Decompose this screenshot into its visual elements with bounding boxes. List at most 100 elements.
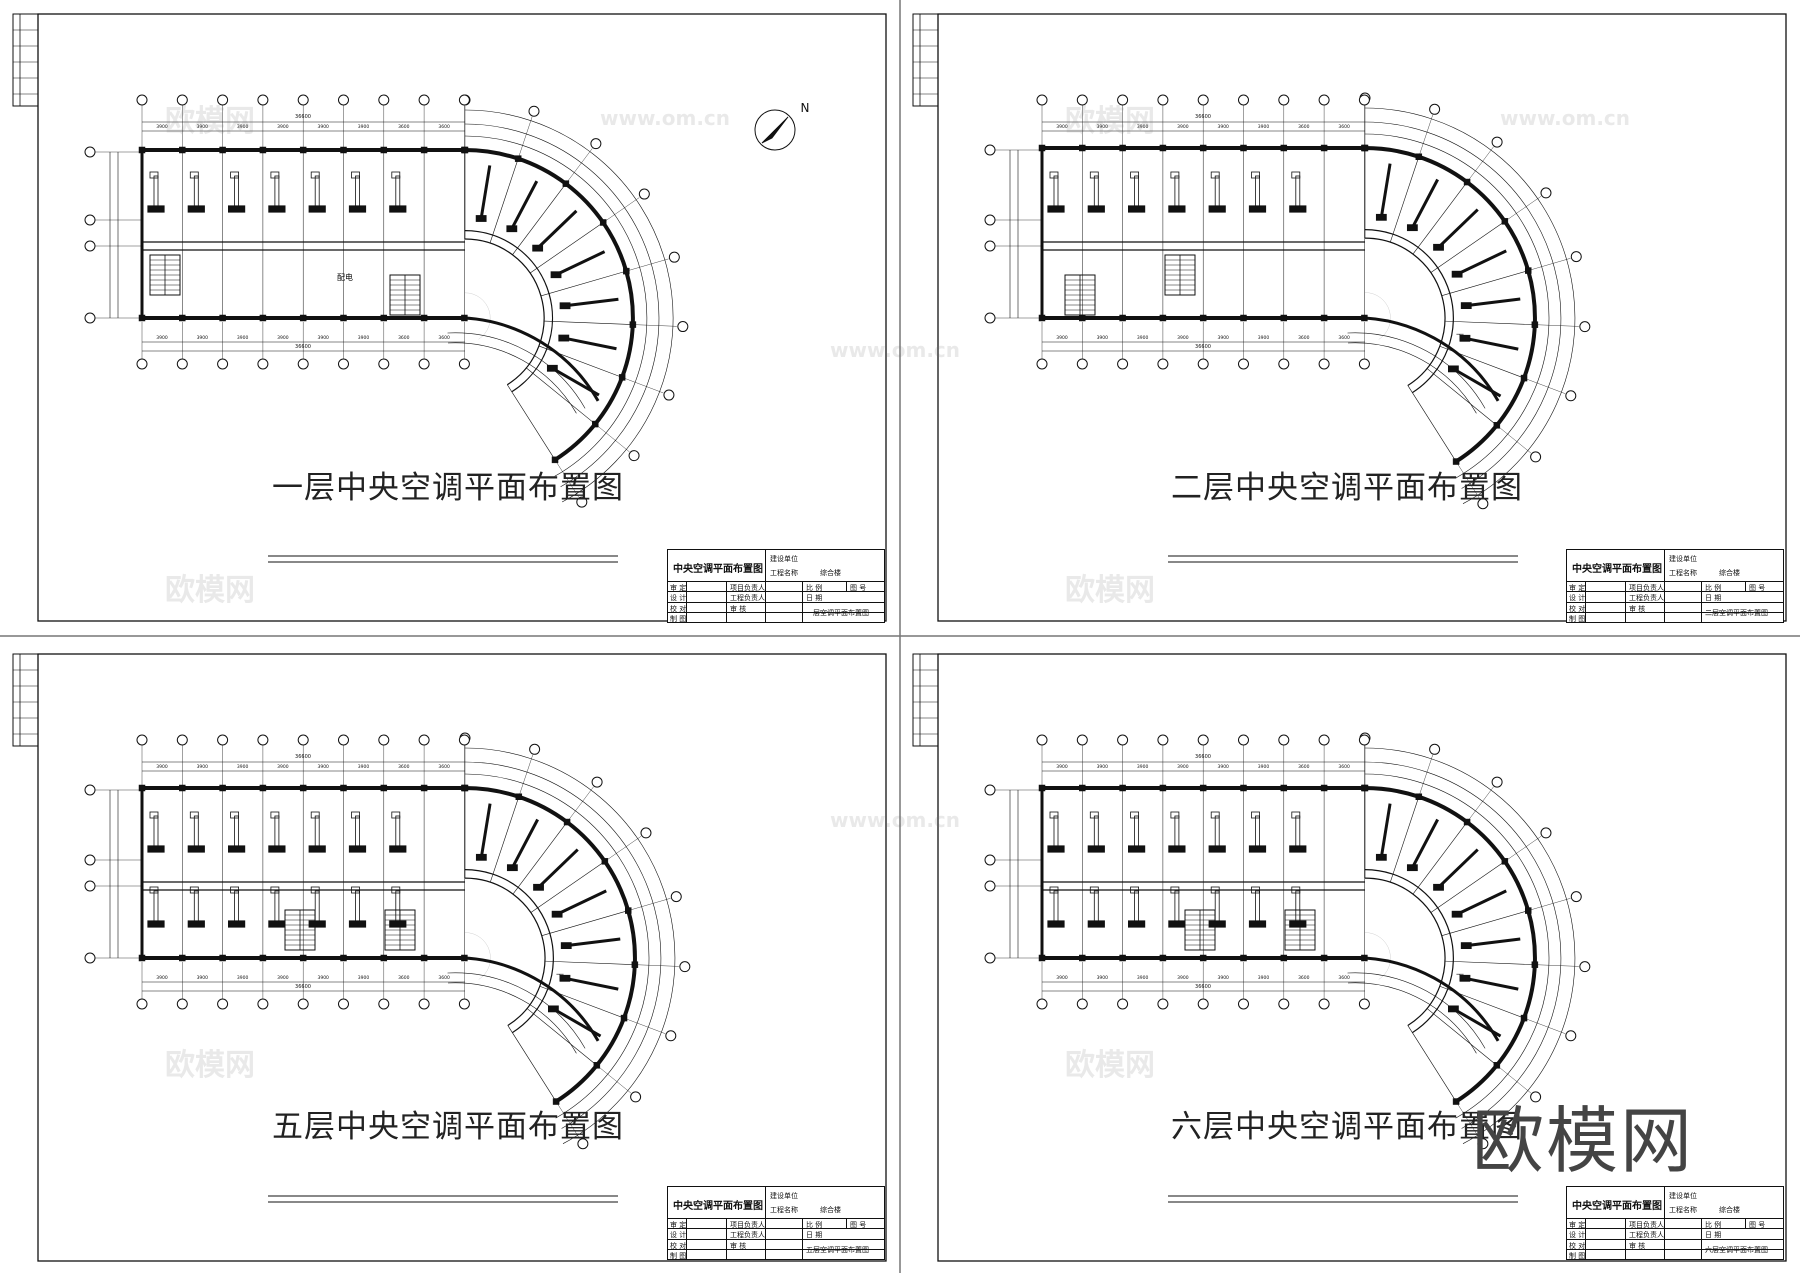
grid-axis: [1534, 964, 1579, 967]
dimension-arc: [1364, 747, 1576, 1144]
duct: [536, 209, 578, 250]
fan-coil-body: [268, 205, 286, 213]
fan-coil-body: [1168, 845, 1186, 853]
duct: [314, 175, 320, 207]
fan-coil-unit: [1459, 334, 1519, 351]
curved-corridor-wall: [464, 869, 554, 1034]
grid-bubble: [297, 998, 309, 1010]
grid-bubble: [679, 961, 691, 973]
fan-coil-unit: [1248, 886, 1267, 928]
grid-bubble: [984, 784, 996, 796]
fan-coil-unit: [1208, 886, 1226, 928]
fan-coil-unit: [228, 886, 246, 928]
radial-partition: [507, 384, 556, 461]
duct: [1411, 178, 1439, 229]
grid-axis: [1496, 425, 1532, 454]
grid-bubble: [458, 94, 470, 106]
dimension-text: 36600: [1195, 114, 1211, 120]
watermark-logo: 欧模网: [1065, 104, 1155, 139]
grid-bubble: [378, 94, 390, 106]
fan-coil-unit: [1248, 811, 1267, 853]
tb-draw-label: 制 图: [1569, 1252, 1586, 1260]
grid-bubble: [1076, 998, 1088, 1010]
fan-coil-unit: [1460, 297, 1521, 310]
dimension-text: 3600: [1298, 124, 1310, 130]
grid-bubble: [1157, 358, 1169, 370]
column: [620, 1014, 628, 1022]
radial-partition: [512, 821, 568, 895]
watermark-site: www.om.cn: [600, 106, 731, 130]
stair-down-label: 下: [1456, 333, 1464, 342]
duct: [234, 890, 240, 922]
radial-partition: [1441, 270, 1529, 296]
dimension-text: 3900: [237, 335, 249, 341]
dimension-arc: [447, 972, 586, 1049]
air-outlet: [1291, 811, 1301, 819]
fan-coil-body: [348, 205, 367, 213]
grid-bubble: [677, 321, 689, 333]
dimension-text: 3900: [1177, 764, 1189, 770]
dimension-text: 3900: [156, 764, 168, 770]
air-outlet: [230, 811, 240, 819]
radial-partition: [1430, 221, 1506, 273]
dimension-arc: [1347, 342, 1477, 414]
fan-coil-unit: [1047, 811, 1065, 853]
curved-corridor-wall: [1364, 237, 1446, 387]
grid-bubble: [217, 998, 229, 1010]
grid-bubble: [1278, 998, 1290, 1010]
tb-project-value: 综合楼: [1719, 1206, 1740, 1214]
air-outlet: [189, 171, 199, 179]
dimension-text: 3900: [237, 124, 249, 130]
fan-coil-body: [506, 225, 518, 233]
fan-coil-body: [228, 845, 246, 853]
fan-coil-unit: [147, 886, 165, 928]
binding-strip: [12, 13, 39, 107]
grid-bubble: [257, 358, 269, 370]
grid-axis: [517, 116, 533, 159]
duct: [1214, 175, 1220, 207]
duct: [153, 815, 159, 847]
grid-bubble: [136, 94, 148, 106]
tb-plan-name: 中央空调平面布置图: [1572, 1201, 1662, 1212]
fan-coil-unit: [1248, 171, 1267, 213]
dimension-arc: [1364, 773, 1550, 1119]
duct: [1437, 208, 1479, 249]
watermark-logo: 欧模网: [165, 104, 255, 139]
air-outlet: [310, 171, 320, 179]
grid-bubble: [338, 94, 349, 106]
duct: [1466, 937, 1521, 948]
duct: [193, 815, 199, 847]
air-outlet: [270, 171, 280, 179]
tb-review-label: 审 核: [730, 605, 747, 613]
dimension-text: 3900: [277, 124, 289, 130]
grid-axis: [632, 324, 677, 327]
grid-bubble: [84, 784, 96, 796]
fan-coil-body: [1289, 845, 1307, 853]
column: [1415, 793, 1423, 800]
fan-coil-unit: [1168, 886, 1186, 928]
tb-owner-label: 建设单位: [1669, 555, 1697, 563]
grid-bubble: [665, 1030, 677, 1042]
duct: [274, 815, 280, 847]
air-outlet: [351, 886, 360, 894]
fan-coil-unit: [559, 297, 619, 310]
duct: [1255, 175, 1260, 207]
duct: [556, 889, 607, 916]
fan-coil-body: [228, 205, 246, 213]
dimension-arc: [464, 123, 660, 488]
curved-corridor-wall: [1364, 229, 1454, 394]
curved-guide: [1364, 292, 1391, 340]
tb-drawing-name: 六层空调平面布置图: [1705, 1246, 1768, 1254]
dimension-text: 3900: [156, 124, 168, 130]
fan-coil-unit: [558, 334, 617, 351]
duct: [1295, 890, 1301, 922]
dimension-text: 3900: [1137, 764, 1149, 770]
fan-coil-unit: [228, 811, 246, 853]
fan-coil-unit: [308, 171, 326, 213]
fan-coil-body: [551, 910, 563, 918]
fan-coil-body: [1248, 920, 1267, 928]
dimension-text: 3600: [398, 764, 410, 770]
watermark-site: www.om.cn: [1500, 106, 1631, 130]
duct: [1053, 890, 1059, 922]
